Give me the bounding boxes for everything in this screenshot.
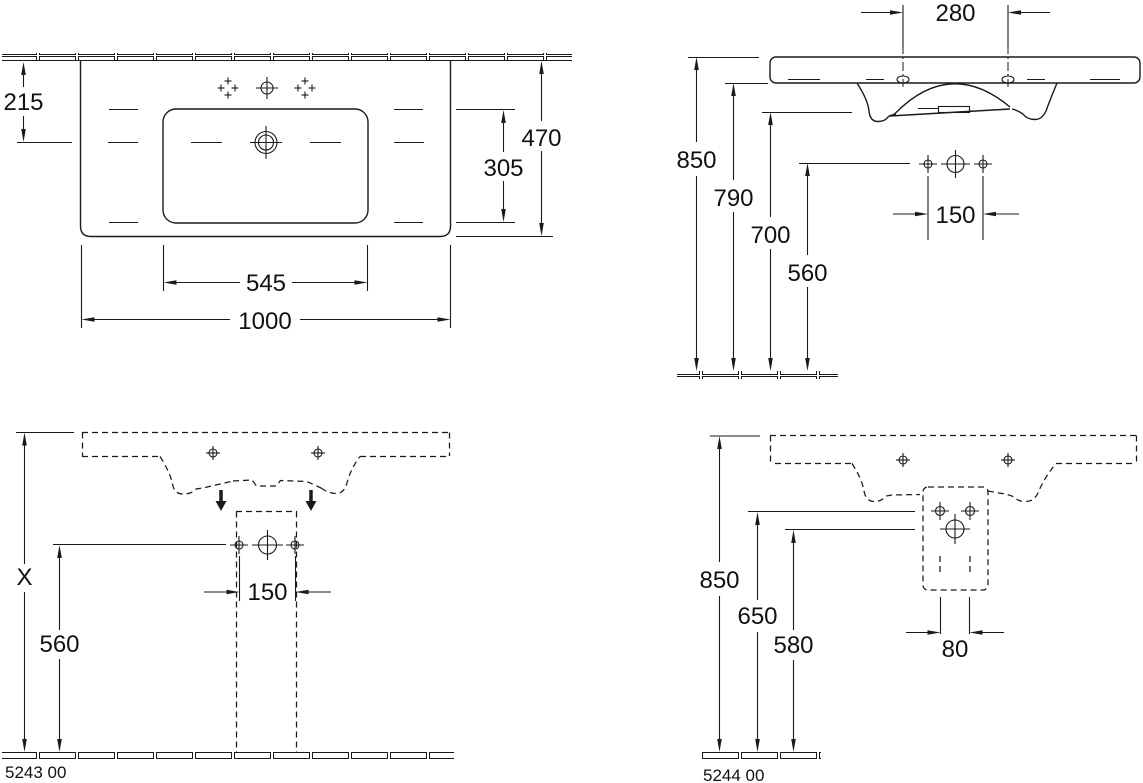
fixing-hole-left-icon xyxy=(896,453,910,467)
fixing-hole-right-icon xyxy=(1001,453,1015,467)
basin-outline xyxy=(79,61,452,238)
dim-label-215: 215 xyxy=(3,89,43,116)
dim-label-580: 580 xyxy=(773,632,813,659)
dim-label-560: 560 xyxy=(39,631,79,658)
dim-label-850: 850 xyxy=(676,147,716,174)
dim-label-305: 305 xyxy=(483,155,523,182)
bowl-outline xyxy=(109,108,423,224)
supply-connection-holes xyxy=(230,530,304,560)
dim-label-280: 280 xyxy=(935,0,975,27)
dimension-560: 560 xyxy=(39,543,226,752)
view-installation-5243: X 560 150 5243 00 xyxy=(2,431,454,782)
dim-label-850: 850 xyxy=(699,567,739,594)
dimension-700: 700 xyxy=(750,111,852,371)
dim-label-150: 150 xyxy=(935,202,975,229)
basin-slab-outline xyxy=(769,56,1141,84)
dim-label-790: 790 xyxy=(713,185,753,212)
dimension-850: 850 xyxy=(676,56,759,371)
dimension-560: 560 xyxy=(787,162,910,371)
basin-outline-dashed xyxy=(81,431,451,495)
basin-outline-dashed xyxy=(769,434,1140,503)
dim-label-650: 650 xyxy=(737,603,777,630)
fixing-hole-left-icon xyxy=(896,75,910,84)
product-code-5244: 5244 00 xyxy=(703,766,764,783)
dim-label-1000: 1000 xyxy=(238,308,291,335)
dim-label-545: 545 xyxy=(246,270,286,297)
dim-label-470: 470 xyxy=(521,125,561,152)
floor-hatch xyxy=(700,752,821,760)
dim-label-700: 700 xyxy=(750,222,790,249)
dimension-1000: 1000 xyxy=(80,245,452,335)
dim-label-150: 150 xyxy=(247,579,287,606)
dim-label-x: X xyxy=(16,564,32,591)
mounting-arrow-left-icon xyxy=(215,490,227,511)
fixing-hole-right-icon xyxy=(311,446,325,460)
fixing-hole-centerlines xyxy=(902,45,1009,87)
connection-box-dashed xyxy=(922,486,989,591)
view-installation-5244: 850 650 580 80 xyxy=(699,434,1140,783)
dimension-215: 215 xyxy=(3,62,44,142)
tap-hole-center-icon xyxy=(256,77,278,99)
wall-hatch xyxy=(2,53,572,62)
basin-underside-profile xyxy=(856,82,1058,123)
dimension-545: 545 xyxy=(162,245,369,297)
dim-label-80: 80 xyxy=(942,636,969,663)
dimension-850: 850 xyxy=(699,435,760,752)
optional-tap-hole-right-icon xyxy=(294,77,316,99)
view-plan: 215 470 305 545 xyxy=(2,53,572,335)
dimension-470: 470 xyxy=(456,61,562,238)
dimension-580: 580 xyxy=(773,528,915,752)
mounting-arrow-right-icon xyxy=(305,490,317,511)
product-code-5243: 5243 00 xyxy=(5,763,66,782)
connection-chase-dashed xyxy=(235,510,298,752)
dimension-305: 305 xyxy=(456,108,524,224)
supply-connection-holes xyxy=(919,150,992,178)
dimension-150: 150 xyxy=(893,176,1019,240)
dimension-790: 790 xyxy=(713,82,768,371)
dimension-80: 80 xyxy=(906,597,1004,663)
optional-tap-hole-left-icon xyxy=(217,77,239,99)
view-front-elevation: 280 850 790 700 xyxy=(676,0,1141,379)
dim-label-560: 560 xyxy=(787,260,827,287)
dimension-x: X xyxy=(16,431,74,752)
fixing-hole-left-icon xyxy=(206,446,220,460)
supply-connection-holes xyxy=(931,502,979,544)
drain-hole-icon xyxy=(250,126,282,159)
floor-hatch xyxy=(2,752,454,760)
dimension-150: 150 xyxy=(204,556,331,606)
fixing-hole-right-icon xyxy=(1001,75,1015,84)
floor-hatch xyxy=(677,371,838,379)
dimension-280: 280 xyxy=(861,0,1050,47)
dimension-650: 650 xyxy=(737,510,915,752)
